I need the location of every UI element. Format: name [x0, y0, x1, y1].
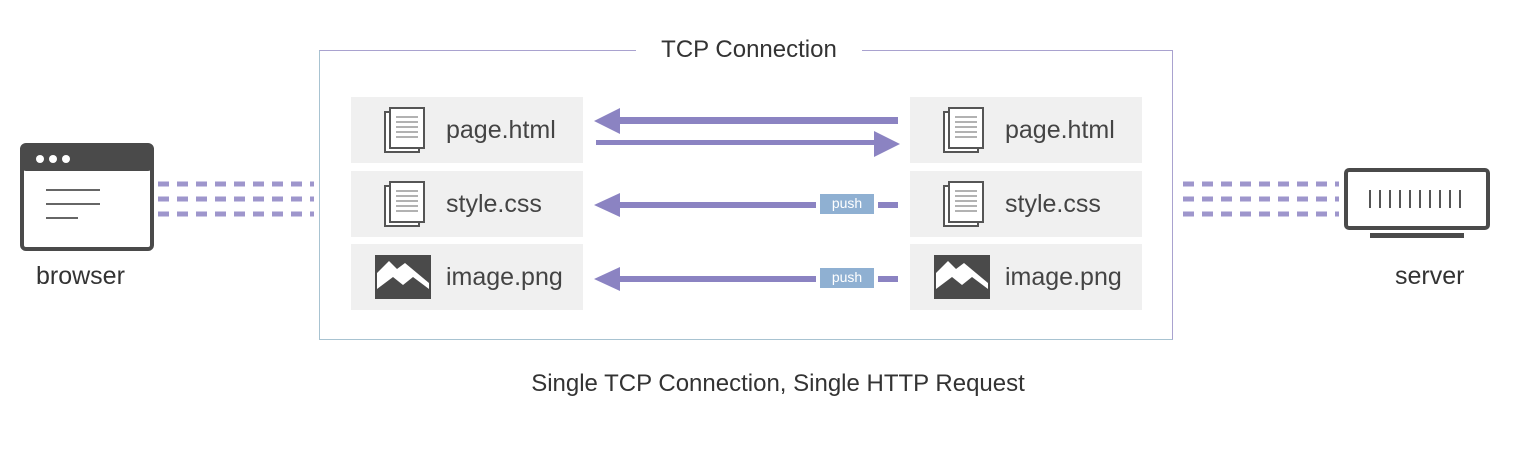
server-link-lines: [1183, 181, 1339, 217]
file-label: image.png: [446, 263, 563, 291]
image-icon: [934, 255, 990, 299]
server-file-style-css: style.css: [910, 171, 1142, 237]
server-icon: [1344, 168, 1490, 238]
arrow-left-style-css: [594, 193, 898, 217]
request-response-arrows: [594, 108, 900, 291]
document-icon: [943, 107, 984, 153]
push-badge-image-png: push: [820, 268, 874, 288]
document-icon: [384, 107, 425, 153]
document-icon: [943, 181, 984, 227]
browser-icon: [20, 143, 154, 251]
file-label: image.png: [1005, 263, 1122, 291]
tcp-connection-title: TCP Connection: [636, 34, 862, 66]
server-file-image-png: image.png: [910, 244, 1142, 310]
file-label: style.css: [446, 190, 542, 218]
arrow-left-page-html: [594, 108, 898, 134]
arrow-right-page-html: [596, 131, 900, 157]
browser-label: browser: [36, 262, 125, 290]
browser-file-image-png: image.png: [351, 244, 583, 310]
browser-file-style-css: style.css: [351, 171, 583, 237]
push-badge-style-css: push: [820, 194, 874, 214]
file-label: page.html: [446, 116, 556, 144]
file-label: style.css: [1005, 190, 1101, 218]
arrow-left-image-png: [594, 267, 898, 291]
browser-file-page-html: page.html: [351, 97, 583, 163]
server-label: server: [1395, 262, 1465, 290]
server-file-page-html: page.html: [910, 97, 1142, 163]
image-icon: [375, 255, 431, 299]
file-label: page.html: [1005, 116, 1115, 144]
footer-caption: Single TCP Connection, Single HTTP Reque…: [531, 370, 1025, 397]
browser-link-lines: [158, 181, 314, 217]
document-icon: [384, 181, 425, 227]
